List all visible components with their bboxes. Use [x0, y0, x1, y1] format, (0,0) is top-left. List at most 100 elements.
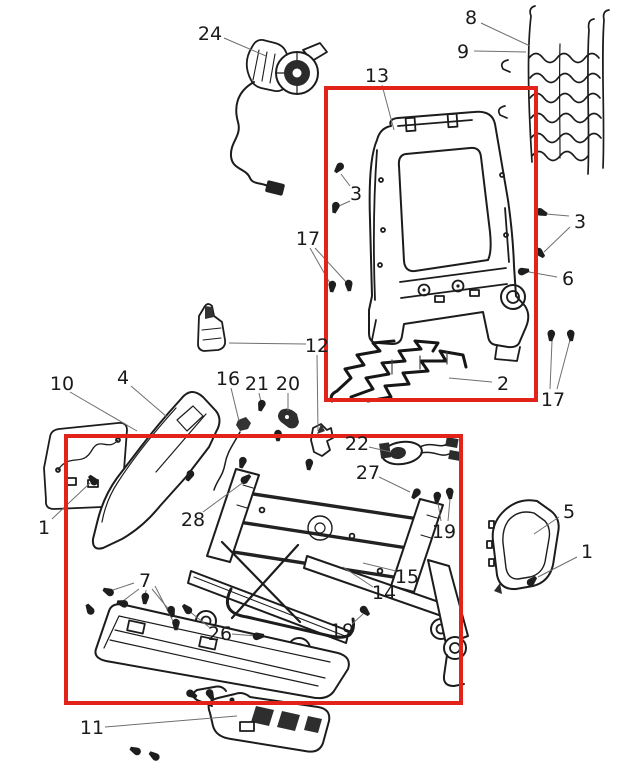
fastener-icon — [129, 746, 141, 756]
leader-line — [480, 22, 531, 47]
callout-28: 28 — [181, 509, 205, 531]
callout-26: 26 — [208, 623, 232, 645]
cable-clip-illustration — [213, 417, 251, 491]
leader-line — [154, 585, 175, 624]
leader-line — [378, 476, 411, 493]
leader-line — [202, 480, 246, 513]
callout-11: 11 — [80, 717, 104, 739]
fastener-icon — [239, 456, 247, 469]
callout-13: 13 — [365, 65, 389, 87]
floor-bracket-illustration — [192, 685, 331, 753]
fastener-icon — [172, 618, 180, 631]
pivot-bracket-illustration — [197, 303, 334, 457]
leader-line — [338, 200, 351, 207]
leader-line — [151, 588, 171, 612]
fastener-icon — [517, 267, 530, 276]
seat-back-frame-illustration — [368, 110, 530, 362]
leader-line — [188, 610, 210, 628]
fastener-icon — [148, 751, 160, 761]
callout-7: 7 — [139, 570, 151, 592]
leader-line — [342, 566, 374, 588]
callout-4: 4 — [117, 367, 129, 389]
callout-1: 1 — [38, 517, 50, 539]
fastener-icon — [186, 689, 198, 699]
leader-line — [69, 391, 138, 432]
leader-line — [537, 556, 578, 578]
callout-8: 8 — [465, 7, 477, 29]
callout-3: 3 — [574, 211, 586, 233]
leader-line — [368, 446, 392, 453]
leader-line — [362, 562, 397, 572]
callout-10: 10 — [50, 373, 74, 395]
leader-line — [528, 271, 558, 278]
callout-3: 3 — [350, 183, 362, 205]
grommet-illustration — [278, 408, 299, 429]
fastener-icon — [141, 592, 150, 605]
callout-14: 14 — [372, 582, 396, 604]
callout-6: 6 — [562, 268, 574, 290]
fastener-icon — [240, 474, 252, 484]
leader-line — [51, 482, 91, 520]
leader-line — [316, 354, 319, 432]
leader-line — [549, 340, 553, 390]
callout-16: 16 — [216, 368, 240, 390]
fastener-icon — [252, 632, 265, 641]
seat-back-frame-highlight — [324, 86, 538, 402]
callout-19: 19 — [330, 620, 354, 642]
leader-line — [381, 84, 395, 131]
fastener-icon — [116, 600, 129, 608]
fastener-icon — [445, 487, 454, 500]
leader-line — [228, 342, 307, 345]
callout-27: 27 — [356, 462, 380, 484]
leader-line — [130, 385, 168, 418]
spring-mat-illustration — [497, 5, 610, 175]
side-shield-left-illustration — [91, 391, 221, 550]
leader-line — [473, 50, 527, 53]
callout-17: 17 — [296, 228, 320, 250]
leader-line — [447, 498, 451, 522]
leader-line — [314, 247, 348, 284]
fastener-icon — [205, 689, 215, 701]
callout-21: 21 — [245, 373, 269, 395]
callout-15: 15 — [395, 566, 419, 588]
callout-22: 22 — [345, 433, 369, 455]
fastener-icon — [181, 603, 193, 615]
fastener-icon — [411, 488, 421, 500]
fastener-icon — [88, 474, 98, 486]
callout-17: 17 — [541, 389, 565, 411]
leader-line — [104, 715, 238, 728]
fastener-icon — [332, 201, 340, 214]
fastener-icon — [328, 280, 337, 293]
leader-line — [543, 226, 571, 253]
fastener-icon — [185, 470, 195, 482]
fastener-icon — [334, 162, 344, 174]
fastener-glyphs — [85, 162, 575, 761]
leader-line — [545, 213, 570, 217]
fastener-icon — [258, 399, 266, 412]
leader-line — [109, 582, 135, 592]
leader-line — [448, 377, 493, 383]
blower-motor-harness-illustration — [229, 38, 328, 196]
fastener-icon — [344, 279, 353, 292]
leader-line — [223, 37, 267, 57]
fastener-icon — [102, 587, 114, 597]
fastener-icon — [536, 208, 548, 216]
cushion-pan-illustration — [94, 603, 350, 700]
leader-line — [230, 387, 240, 422]
fastener-icon — [526, 575, 538, 587]
callout-1: 1 — [581, 541, 593, 563]
lumbar-wire-illustration — [329, 339, 468, 403]
adjuster-motor-illustration — [379, 437, 462, 466]
seat-adjuster-highlight — [64, 434, 463, 705]
callout-19: 19 — [432, 521, 456, 543]
callout-12: 12 — [305, 335, 329, 357]
callout-2: 2 — [497, 373, 509, 395]
leader-line — [231, 633, 257, 637]
callout-9: 9 — [457, 41, 469, 63]
callout-5: 5 — [563, 501, 575, 523]
leader-line — [340, 173, 351, 187]
fastener-icon — [305, 458, 314, 471]
fastener-icon — [85, 603, 95, 615]
